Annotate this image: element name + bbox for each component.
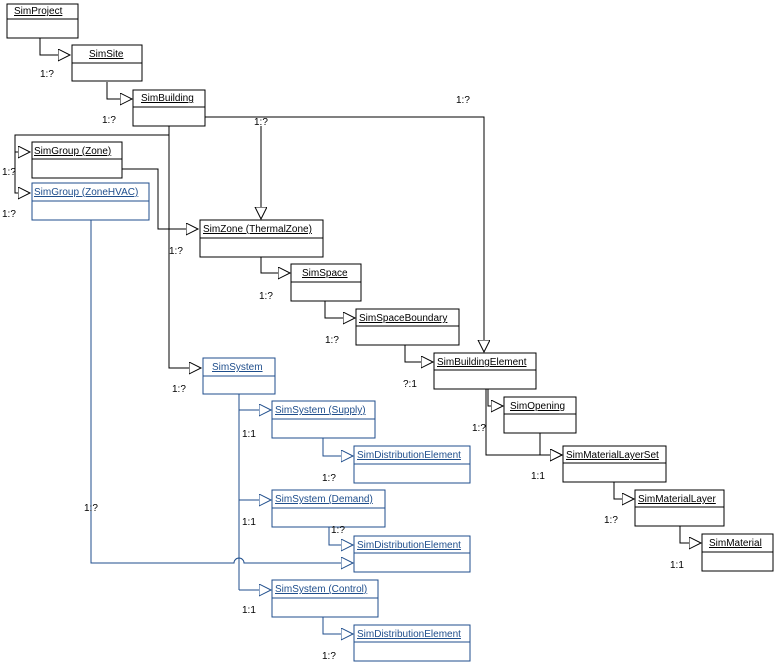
link-groupzone-thermalzone: [122, 168, 198, 229]
mult-dist-1: 1:?: [322, 473, 336, 484]
class-simbuilding[interactable]: SimBuilding: [132, 89, 206, 127]
link-buildingelement-layerset: [485, 389, 562, 455]
link-buildingelement-opening: [487, 389, 503, 406]
link-space-boundary: [324, 301, 355, 318]
link-boundary-buildingelement: [404, 345, 433, 362]
class-simdistributionelement-3-name: SimDistributionElement: [357, 629, 461, 640]
mult-supply: 1:1: [242, 429, 256, 440]
link-supply-dist: [322, 438, 353, 456]
mult-space-boundary: 1:?: [325, 335, 339, 346]
class-simzone-thermalzone[interactable]: SimZone (ThermalZone): [199, 219, 324, 258]
class-simmateriallayerset[interactable]: SimMaterialLayerSet: [562, 445, 667, 483]
class-simdistributionelement-2-name: SimDistributionElement: [357, 540, 461, 551]
mult-opening: 1:?: [472, 423, 486, 434]
class-simsystem-supply-name: SimSystem (Supply): [275, 405, 366, 416]
link-building-buildingelement: [205, 116, 484, 352]
class-simsystem-demand[interactable]: SimSystem (Demand): [271, 489, 386, 528]
link-project-site: [39, 38, 70, 55]
link-demand-dist: [328, 527, 353, 545]
class-simsystem-control[interactable]: SimSystem (Control): [271, 579, 379, 618]
class-simspace-name: SimSpace: [302, 268, 348, 279]
mult-control: 1:1: [242, 605, 256, 616]
mult-hvac-link: 1:?: [84, 503, 98, 514]
class-simsystem[interactable]: SimSystem: [202, 357, 276, 395]
mult-system: 1:?: [172, 384, 186, 395]
class-simgroup-zonehvac[interactable]: SimGroup (ZoneHVAC): [31, 182, 150, 221]
link-thermalzone-space: [260, 257, 290, 273]
link-layerset-layer: [613, 482, 634, 499]
class-simsystem-name: SimSystem: [212, 362, 263, 373]
class-simsystem-supply[interactable]: SimSystem (Supply): [271, 400, 376, 439]
class-simdistributionelement-3[interactable]: SimDistributionElement: [353, 624, 471, 662]
class-simsite[interactable]: SimSite: [71, 44, 143, 82]
class-simspace[interactable]: SimSpace: [290, 263, 362, 302]
class-simdistributionelement-1-name: SimDistributionElement: [357, 450, 461, 461]
class-simgroup-zonehvac-name: SimGroup (ZoneHVAC): [34, 187, 138, 198]
class-simbuildingelement[interactable]: SimBuildingElement: [433, 352, 537, 390]
mult-demand: 1:1: [242, 517, 256, 528]
link-opening-layerset: [539, 433, 562, 455]
class-simmateriallayerset-name: SimMaterialLayerSet: [566, 450, 659, 461]
class-simsite-name: SimSite: [89, 49, 124, 60]
mult-layer-set: 1:1: [531, 471, 545, 482]
mult-thermal-zone: 1:?: [169, 246, 183, 257]
class-simmateriallayer[interactable]: SimMaterialLayer: [634, 489, 725, 527]
link-control-dist: [322, 617, 353, 634]
mult-space: 1:?: [259, 291, 273, 302]
class-simsystem-control-name: SimSystem (Control): [275, 584, 367, 595]
mult-group-zone: 1:?: [2, 167, 16, 178]
mult-dist-3: 1:?: [322, 651, 336, 662]
class-simopening-name: SimOpening: [510, 401, 565, 412]
class-simspaceboundary-name: SimSpaceBoundary: [359, 313, 447, 324]
class-simmateriallayer-name: SimMaterialLayer: [638, 494, 716, 505]
class-simbuildingelement-name: SimBuildingElement: [437, 357, 527, 368]
mult-building-element-top: 1:?: [456, 95, 470, 106]
mult-site: 1:?: [40, 69, 54, 80]
link-layer-material: [679, 526, 701, 543]
class-simopening[interactable]: SimOpening: [503, 396, 577, 434]
class-simbuilding-name: SimBuilding: [141, 93, 194, 104]
link-site-building: [106, 82, 132, 99]
mult-building: 1:?: [102, 115, 116, 126]
mult-zone-top: 1:?: [254, 117, 268, 128]
class-simproject[interactable]: SimProject: [6, 3, 79, 39]
mult-layer: 1:?: [604, 515, 618, 526]
link-building-system: [168, 126, 201, 368]
link-zonehvac-hvacdist: [90, 220, 353, 563]
class-simdistributionelement-2[interactable]: SimDistributionElement: [353, 535, 471, 573]
mult-material: 1:1: [670, 560, 684, 571]
class-simsystem-demand-name: SimSystem (Demand): [275, 494, 373, 505]
class-simgroup-zone[interactable]: SimGroup (Zone): [31, 141, 123, 179]
mult-building-element: ?:1: [403, 379, 417, 390]
class-simmaterial[interactable]: SimMaterial: [701, 533, 774, 572]
class-simproject-name: SimProject: [14, 6, 63, 17]
mult-group-zonehvac: 1:?: [2, 209, 16, 220]
mult-dist-2: 1:?: [331, 525, 345, 536]
class-simgroup-zone-name: SimGroup (Zone): [34, 146, 111, 157]
class-simdistributionelement-1[interactable]: SimDistributionElement: [353, 445, 471, 484]
class-simmaterial-name: SimMaterial: [709, 538, 762, 549]
class-simzone-thermalzone-name: SimZone (ThermalZone): [203, 224, 312, 235]
class-simspaceboundary[interactable]: SimSpaceBoundary: [355, 308, 460, 346]
